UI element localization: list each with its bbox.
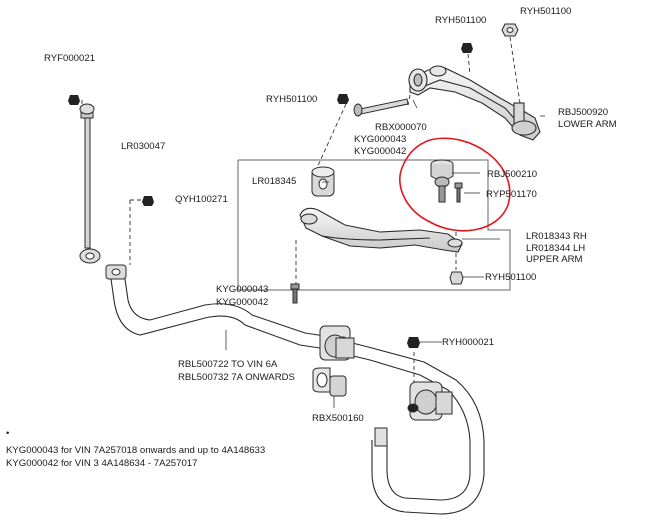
bush-clamp-left bbox=[319, 325, 355, 361]
bolt-kyg000043 bbox=[290, 283, 300, 304]
nut-ryh501100-top-left bbox=[461, 43, 473, 53]
label-lr018344-lh: LR018344 LH bbox=[526, 243, 585, 254]
label-leaders bbox=[225, 99, 545, 408]
upper-arm-box bbox=[237, 159, 511, 291]
footnote-line-1: KYG000043 for VIN 7A257018 onwards and u… bbox=[6, 445, 266, 456]
bolt-ryp501170 bbox=[454, 182, 463, 203]
label-kyg000043-a: KYG000043 bbox=[354, 134, 406, 145]
nut-ryh501100-bottom bbox=[449, 271, 464, 285]
label-qyh100271: QYH100271 bbox=[175, 194, 228, 205]
nut-ryf000021 bbox=[68, 95, 80, 105]
label-upper-arm: UPPER ARM bbox=[526, 254, 583, 265]
label-kyg000043-b: KYG000043 bbox=[216, 284, 268, 295]
label-lr030047: LR030047 bbox=[121, 141, 165, 152]
label-lr018343-rh: LR018343 RH bbox=[526, 231, 587, 242]
highlight-ring bbox=[399, 137, 511, 232]
upper-arm bbox=[299, 207, 463, 253]
label-ryh501100-top-right: RYH501100 bbox=[520, 6, 571, 17]
assembly-dash-lines bbox=[81, 36, 521, 402]
label-ryh501100-top-left: RYH501100 bbox=[435, 15, 486, 26]
label-rbx000070: RBX000070 bbox=[375, 122, 427, 133]
label-rbl500722: RBL500722 TO VIN 6A bbox=[178, 359, 278, 370]
ball-joint-rbj500210 bbox=[430, 159, 454, 203]
label-kyg000042-a: KYG000042 bbox=[354, 146, 406, 157]
nut-ryh000021 bbox=[407, 337, 420, 348]
lower-arm bbox=[408, 65, 541, 141]
label-kyg000042-b: KYG000042 bbox=[216, 297, 268, 308]
label-rbj500210: RBJ500210 bbox=[487, 169, 537, 180]
label-ryp501170: RYP501170 bbox=[486, 189, 537, 200]
bolt-rbx000070 bbox=[353, 98, 409, 117]
bush-lr018345 bbox=[311, 166, 335, 197]
nut-ryh501100-top-right bbox=[501, 23, 519, 37]
label-lower-arm: LOWER ARM bbox=[558, 119, 617, 130]
footnote-bullet: • bbox=[6, 428, 10, 439]
bushes-rbx500160 bbox=[312, 367, 347, 397]
label-ryh501100-bottom: RYH501100 bbox=[485, 272, 536, 283]
anti-roll-bar bbox=[109, 271, 485, 515]
bush-clamp-right bbox=[407, 381, 453, 421]
nut-ryh501100-mid bbox=[337, 94, 349, 104]
label-rbl500732: RBL500732 7A ONWARDS bbox=[178, 372, 295, 383]
label-lr018345: LR018345 bbox=[252, 176, 296, 187]
drop-link-lr030047 bbox=[79, 103, 101, 264]
label-ryh000021: RYH000021 bbox=[442, 337, 494, 348]
label-rbx500160: RBX500160 bbox=[312, 413, 364, 424]
bar-end-clip bbox=[105, 264, 388, 447]
label-rbj500920: RBJ500920 bbox=[558, 107, 608, 118]
label-ryh501100-mid: RYH501100 bbox=[266, 94, 317, 105]
nut-qyh100271 bbox=[142, 196, 154, 206]
footnote-line-2: KYG000042 for VIN 3 4A148634 - 7A257017 bbox=[6, 458, 198, 469]
label-ryf000021: RYF000021 bbox=[44, 53, 95, 64]
